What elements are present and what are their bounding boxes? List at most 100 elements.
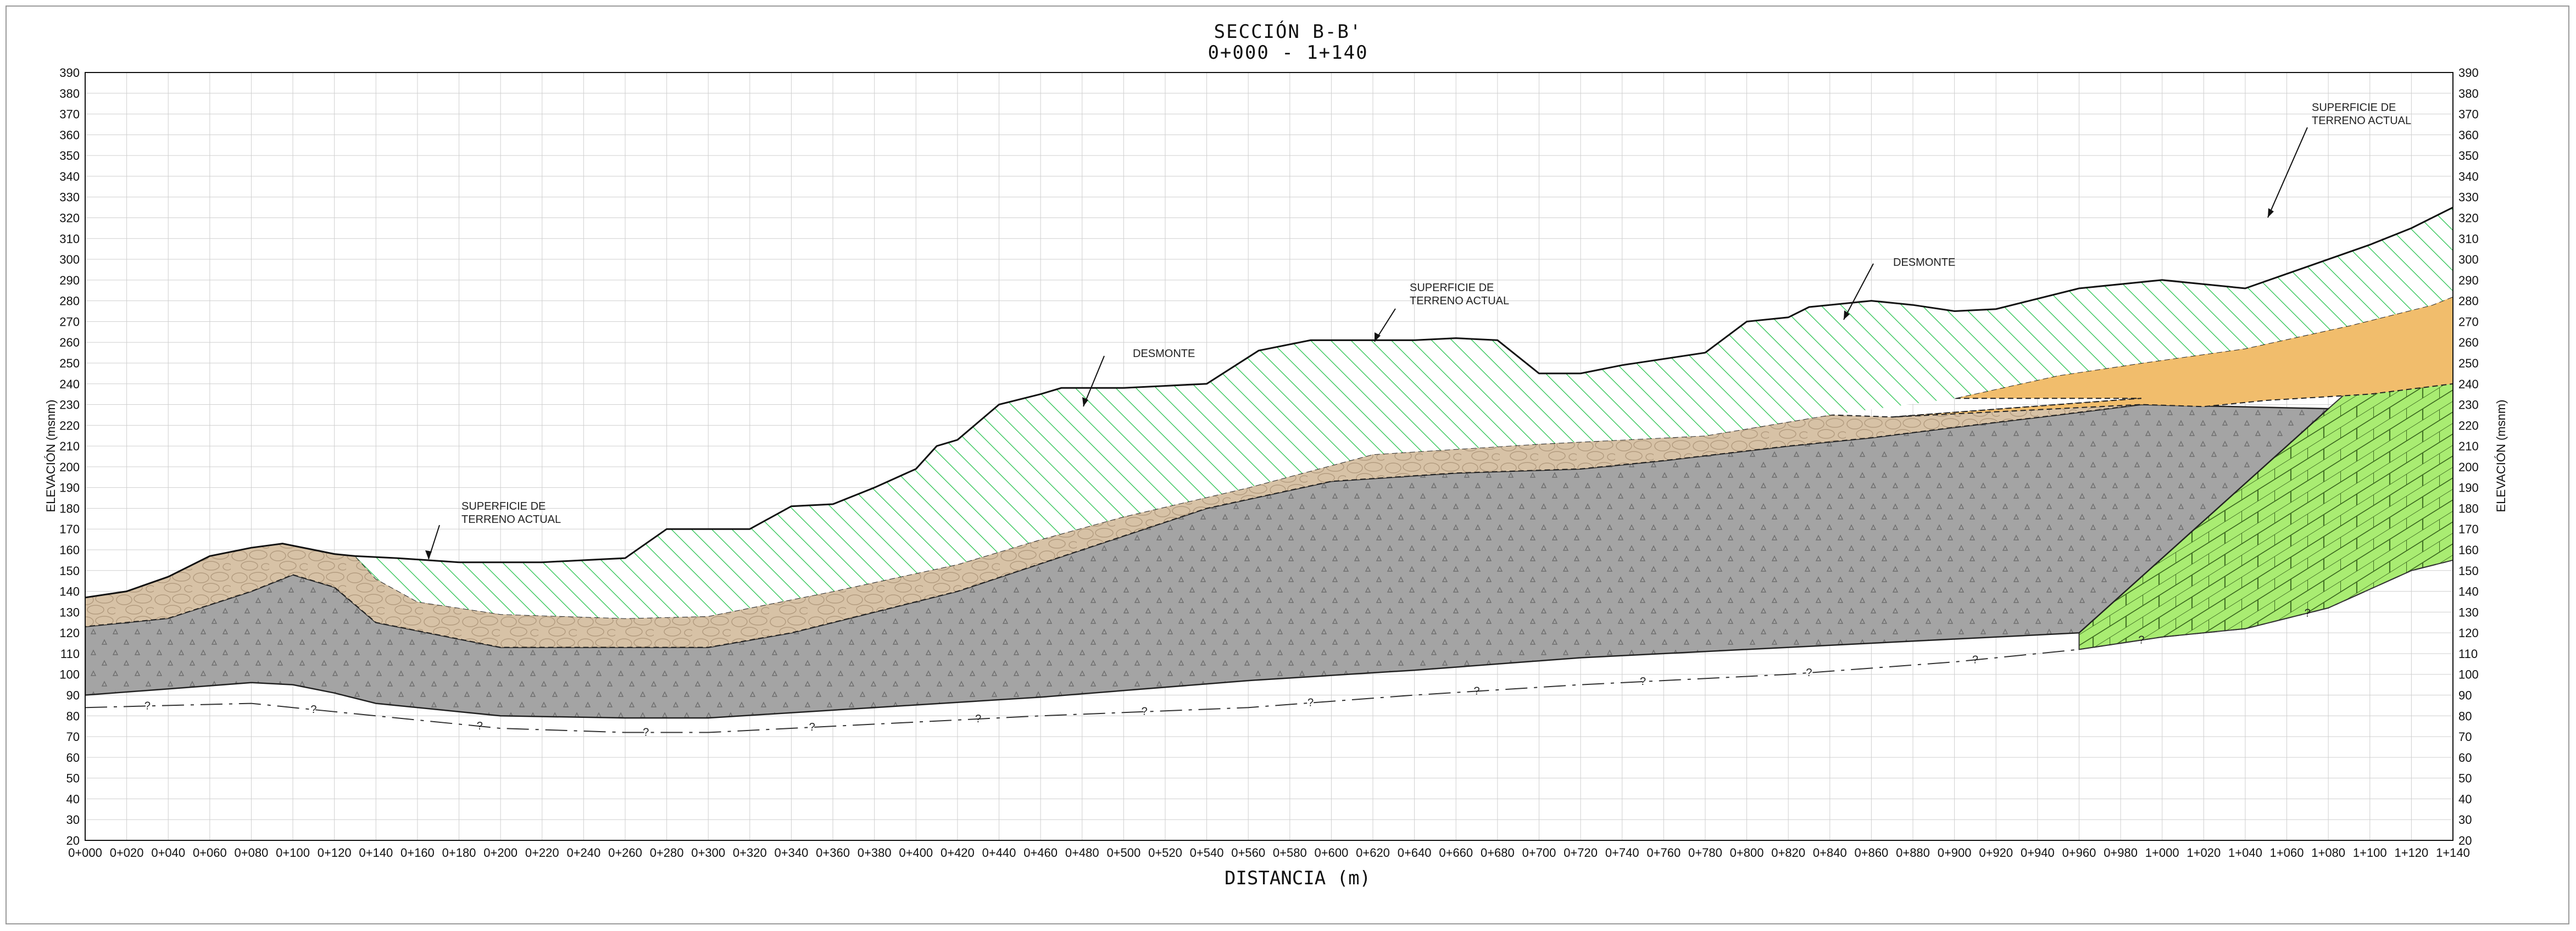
x-tick-label: 0+360 xyxy=(816,846,850,860)
x-tick-label: 0+640 xyxy=(1398,846,1432,860)
orange-layer xyxy=(1892,296,2453,418)
y-tick-label-right: 180 xyxy=(2458,501,2479,515)
x-tick-label: 0+140 xyxy=(359,846,393,860)
x-tick-label: 0+240 xyxy=(566,846,600,860)
y-tick-label-right: 80 xyxy=(2458,709,2472,723)
x-tick-label: 0+300 xyxy=(691,846,725,860)
y-tick-label-left: 150 xyxy=(59,564,80,578)
question-mark: ? xyxy=(1806,667,1812,679)
y-tick-label-left: 140 xyxy=(59,585,80,599)
svg-text:TERRENO ACTUAL: TERRENO ACTUAL xyxy=(2312,115,2411,127)
x-tick-label: 0+680 xyxy=(1481,846,1515,860)
y-tick-label-right: 250 xyxy=(2458,356,2479,370)
x-tick-label: 1+140 xyxy=(2436,846,2470,860)
y-tick-label-left: 380 xyxy=(59,87,80,101)
x-tick-label: 0+940 xyxy=(2021,846,2055,860)
x-tick-label: 0+460 xyxy=(1023,846,1058,860)
x-axis-label: DISTANCIA (m) xyxy=(1225,867,1371,889)
plot-frame xyxy=(85,72,2453,841)
svg-text:TERRENO ACTUAL: TERRENO ACTUAL xyxy=(1410,295,1509,307)
y-tick-label-right: 370 xyxy=(2458,108,2479,121)
y-tick-label-left: 270 xyxy=(59,315,80,328)
y-tick-label-right: 320 xyxy=(2458,211,2479,225)
annotation-desmonte-1: DESMONTE xyxy=(1082,348,1195,407)
y-tick-label-right: 100 xyxy=(2458,668,2479,682)
x-tick-label: 0+060 xyxy=(193,846,227,860)
y-tick-label-right: 70 xyxy=(2458,730,2472,744)
question-mark: ? xyxy=(1972,654,1978,666)
x-tick-label: 0+980 xyxy=(2104,846,2138,860)
x-tick-label: 0+400 xyxy=(899,846,933,860)
y-tick-label-left: 200 xyxy=(59,460,80,474)
x-tick-label: 0+160 xyxy=(400,846,435,860)
annotation-superficie-2: SUPERFICIE DE TERRENO ACTUAL xyxy=(1374,282,1509,342)
y-tick-label-left: 180 xyxy=(59,501,80,515)
y-tick-label-right: 60 xyxy=(2458,751,2472,765)
svg-text:SUPERFICIE DE: SUPERFICIE DE xyxy=(2312,102,2396,114)
x-tick-label: 0+380 xyxy=(858,846,892,860)
x-tick-label: 0+540 xyxy=(1190,846,1224,860)
x-tick-label: 0+500 xyxy=(1106,846,1140,860)
x-tick-label: 1+000 xyxy=(2145,846,2179,860)
annotation-superficie-1: SUPERFICIE DE TERRENO ACTUAL xyxy=(425,500,561,560)
question-mark: ? xyxy=(310,704,316,716)
y-tick-label-right: 330 xyxy=(2458,191,2479,204)
svg-text:SUPERFICIE DE: SUPERFICIE DE xyxy=(461,500,546,512)
x-tick-label: 0+620 xyxy=(1356,846,1390,860)
x-tick-label: 0+120 xyxy=(318,846,352,860)
y-tick-label-left: 70 xyxy=(66,730,80,744)
y-tick-label-left: 360 xyxy=(59,128,80,142)
y-tick-label-left: 40 xyxy=(66,792,80,806)
x-tick-label: 0+520 xyxy=(1148,846,1182,860)
y-tick-label-left: 330 xyxy=(59,191,80,204)
y-tick-label-left: 120 xyxy=(59,626,80,640)
y-tick-label-right: 150 xyxy=(2458,564,2479,578)
y-tick-label-right: 110 xyxy=(2458,647,2478,661)
y-tick-label-left: 100 xyxy=(59,668,80,682)
y-tick-label-left: 280 xyxy=(59,294,80,308)
y-tick-label-right: 130 xyxy=(2458,605,2479,619)
y-tick-label-right: 390 xyxy=(2458,66,2479,80)
x-tick-label: 0+660 xyxy=(1439,846,1473,860)
question-mark: ? xyxy=(477,720,483,732)
question-mark: ? xyxy=(975,713,981,725)
x-tick-label: 1+100 xyxy=(2353,846,2387,860)
section-subtitle: 0+000 - 1+140 xyxy=(1208,42,1368,64)
question-mark: ? xyxy=(643,727,649,739)
svg-text:DESMONTE: DESMONTE xyxy=(1893,257,1955,269)
drawing-frame xyxy=(5,5,2569,924)
y-tick-label-left: 320 xyxy=(59,211,80,225)
y-tick-label-right: 140 xyxy=(2458,585,2479,599)
y-tick-label-left: 50 xyxy=(66,772,80,785)
x-tick-label: 0+200 xyxy=(483,846,518,860)
x-tick-label: 0+760 xyxy=(1646,846,1681,860)
y-axis-left: 2030405060708090100110120130140150160170… xyxy=(59,66,80,848)
x-tick-label: 0+700 xyxy=(1522,846,1556,860)
x-tick-label: 1+060 xyxy=(2270,846,2304,860)
x-tick-label: 0+480 xyxy=(1065,846,1099,860)
x-tick-label: 0+920 xyxy=(1979,846,2013,860)
question-mark: ? xyxy=(1640,676,1646,688)
x-tick-label: 0+860 xyxy=(1855,846,1889,860)
x-tick-label: 0+180 xyxy=(442,846,476,860)
y-tick-label-right: 50 xyxy=(2458,772,2472,785)
y-tick-label-left: 160 xyxy=(59,543,80,557)
x-tick-label: 0+220 xyxy=(525,846,559,860)
y-tick-label-left: 220 xyxy=(59,419,80,432)
question-mark: ? xyxy=(1142,706,1148,718)
question-mark: ? xyxy=(144,700,151,712)
terrain-surface-line xyxy=(85,207,2453,599)
y-tick-label-right: 40 xyxy=(2458,792,2472,806)
y-tick-label-left: 250 xyxy=(59,356,80,370)
y-tick-label-right: 230 xyxy=(2458,398,2479,412)
y-tick-label-right: 260 xyxy=(2458,336,2479,349)
x-tick-label: 1+080 xyxy=(2311,846,2345,860)
question-mark: ? xyxy=(2305,607,2311,619)
y-tick-label-left: 290 xyxy=(59,274,80,287)
x-tick-label: 0+740 xyxy=(1605,846,1639,860)
x-tick-label: 0+800 xyxy=(1730,846,1764,860)
y-tick-label-right: 20 xyxy=(2458,834,2472,848)
x-tick-label: 0+720 xyxy=(1564,846,1598,860)
